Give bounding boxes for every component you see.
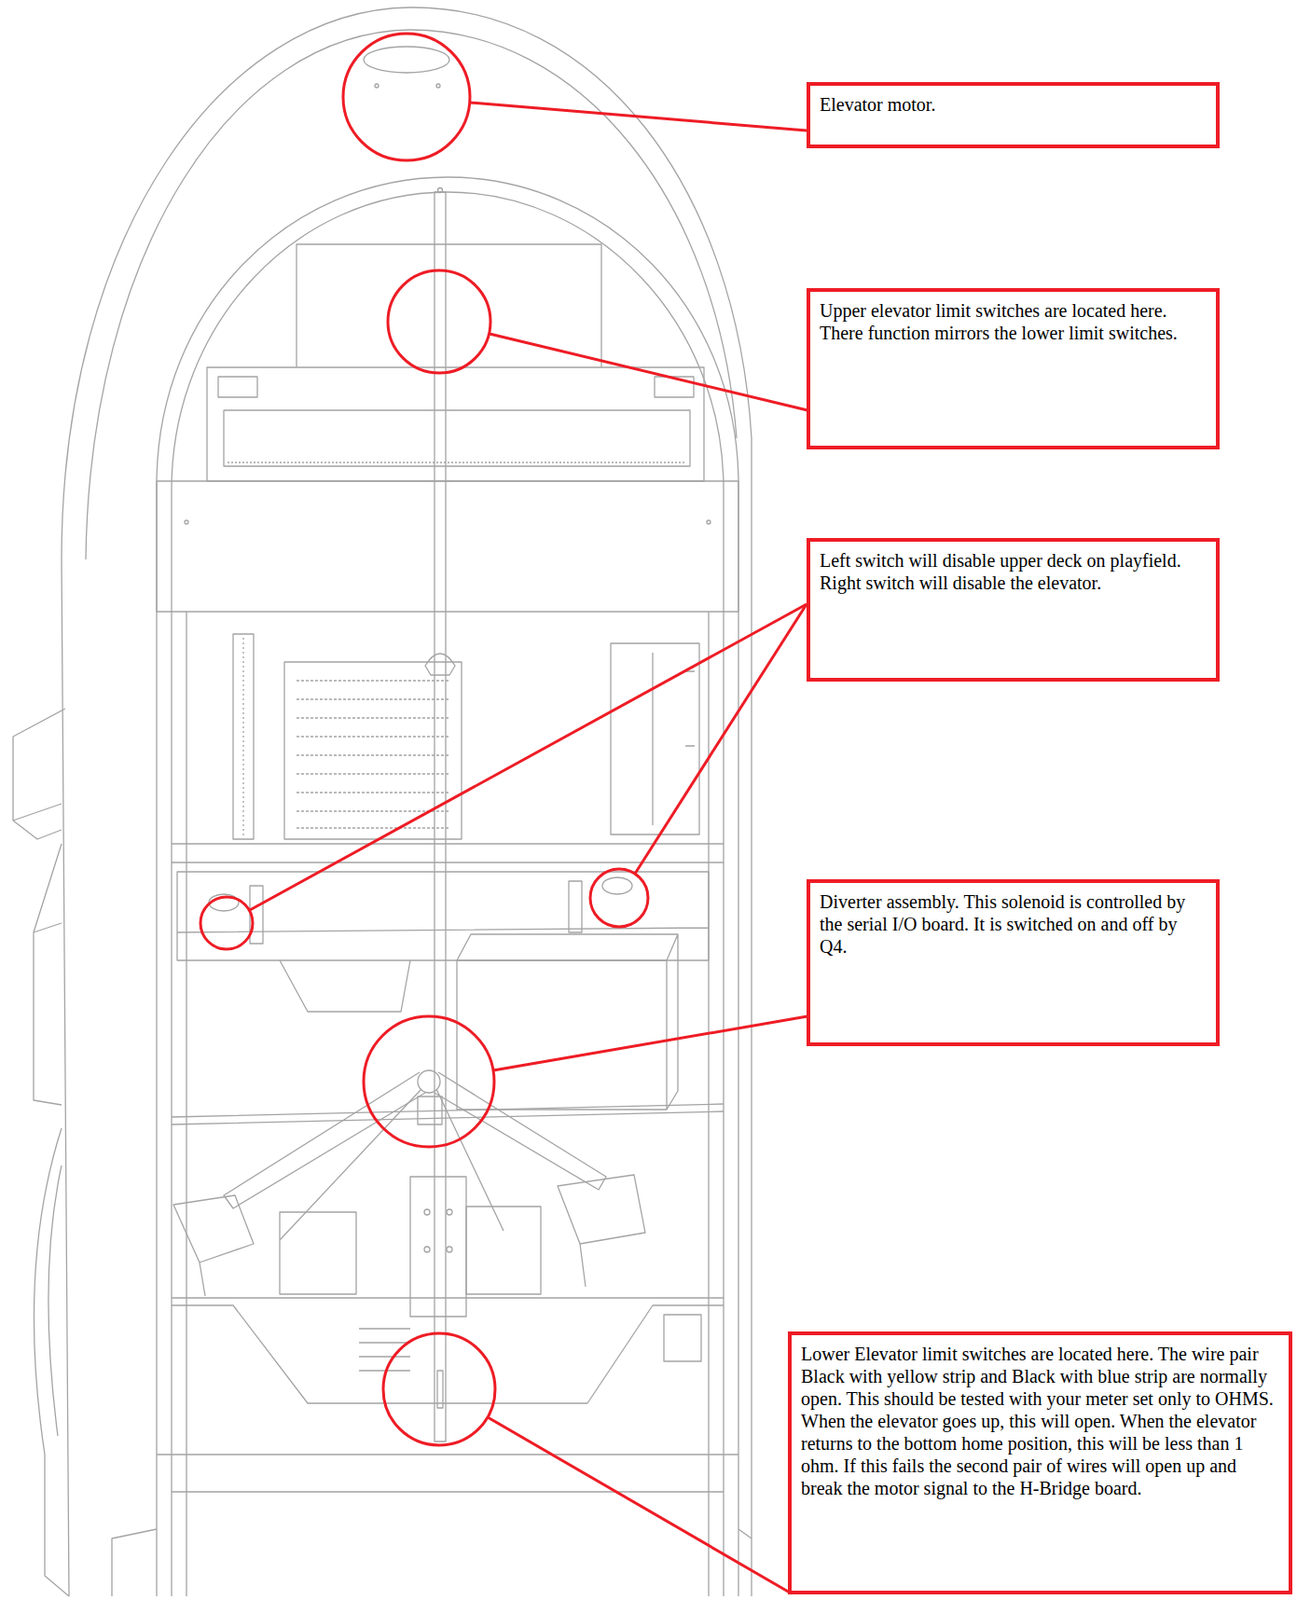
header-window bbox=[206, 367, 704, 482]
screw bbox=[706, 520, 711, 525]
cube bbox=[456, 934, 678, 1110]
highlight-circle bbox=[343, 33, 470, 161]
highlight-circle bbox=[590, 869, 649, 927]
elevator-rail bbox=[434, 192, 446, 1442]
frame-strip bbox=[186, 611, 709, 1597]
side-bezel bbox=[33, 843, 62, 1105]
side-bezel bbox=[33, 1128, 69, 1597]
screw bbox=[424, 1246, 430, 1253]
leader-line bbox=[487, 1417, 790, 1593]
callout-box: Left switch will disable upper deck on p… bbox=[806, 538, 1220, 682]
hopper bbox=[557, 1174, 646, 1287]
callout-marks bbox=[200, 33, 808, 1593]
screw bbox=[446, 1209, 453, 1215]
bottom-panel bbox=[171, 1297, 724, 1404]
side-bezel bbox=[13, 708, 66, 840]
center-plate bbox=[410, 1176, 467, 1317]
rail-handle bbox=[425, 653, 456, 676]
bracket bbox=[654, 376, 694, 398]
right-bracket bbox=[610, 643, 700, 835]
shelf bbox=[171, 1103, 724, 1125]
leader-line bbox=[489, 333, 808, 411]
header-rack bbox=[223, 410, 690, 467]
hopper bbox=[173, 1195, 254, 1297]
highlight-circle bbox=[200, 896, 253, 950]
callout-box: Diverter assembly. This solenoid is cont… bbox=[806, 879, 1220, 1047]
deck-shelf bbox=[171, 843, 724, 863]
side-rack-vents bbox=[242, 637, 244, 836]
deck-plate bbox=[177, 871, 709, 961]
diverter-arm bbox=[434, 1072, 607, 1190]
diverter-hub bbox=[417, 1070, 441, 1093]
highlight-circle bbox=[363, 1016, 495, 1147]
diverter-arm bbox=[279, 1089, 504, 1241]
front-arch bbox=[156, 177, 739, 1597]
vent-slots bbox=[358, 1328, 411, 1371]
bracket bbox=[218, 376, 258, 398]
power-supply-vents bbox=[296, 680, 450, 828]
front-arch-inner bbox=[171, 192, 724, 1597]
screw bbox=[184, 520, 189, 525]
switch-rail bbox=[568, 881, 582, 933]
deck-hole bbox=[602, 877, 633, 895]
leader-line bbox=[493, 1016, 808, 1071]
rear-shell-inner bbox=[85, 29, 737, 560]
rear-shell bbox=[61, 7, 752, 1597]
callout-box: Upper elevator limit switches are locate… bbox=[806, 288, 1220, 450]
screw bbox=[424, 1209, 430, 1215]
callout-text: Elevator motor. bbox=[819, 93, 1207, 116]
callout-box: Lower Elevator limit switches are locate… bbox=[787, 1331, 1293, 1595]
rack-teeth bbox=[227, 461, 687, 463]
rail-slot bbox=[437, 1370, 443, 1408]
highlight-circle bbox=[383, 1333, 496, 1446]
header-band bbox=[156, 481, 739, 612]
callout-text: Diverter assembly. This solenoid is cont… bbox=[819, 890, 1207, 958]
bin bbox=[466, 1206, 541, 1295]
diverter-arm bbox=[223, 1072, 426, 1209]
base bbox=[111, 1454, 752, 1597]
screw bbox=[374, 83, 379, 88]
callout-text: Left switch will disable upper deck on p… bbox=[819, 549, 1207, 594]
side-rack bbox=[233, 634, 254, 840]
callout-box: Elevator motor. bbox=[806, 82, 1220, 149]
screw bbox=[436, 83, 441, 88]
callout-text: Lower Elevator limit switches are locate… bbox=[800, 1342, 1280, 1500]
bin bbox=[279, 1212, 357, 1295]
leader-line bbox=[469, 102, 807, 131]
leader-line bbox=[634, 604, 807, 874]
highlight-circle bbox=[387, 270, 491, 373]
cabinet-drawing bbox=[13, 7, 752, 1597]
callout-text: Upper elevator limit switches are locate… bbox=[819, 299, 1207, 345]
screw bbox=[446, 1246, 453, 1253]
chute bbox=[279, 960, 411, 1012]
motor-opening bbox=[363, 46, 450, 73]
access-panel bbox=[663, 1314, 702, 1362]
leader-line bbox=[249, 604, 807, 911]
diverter-plate bbox=[417, 1096, 442, 1125]
